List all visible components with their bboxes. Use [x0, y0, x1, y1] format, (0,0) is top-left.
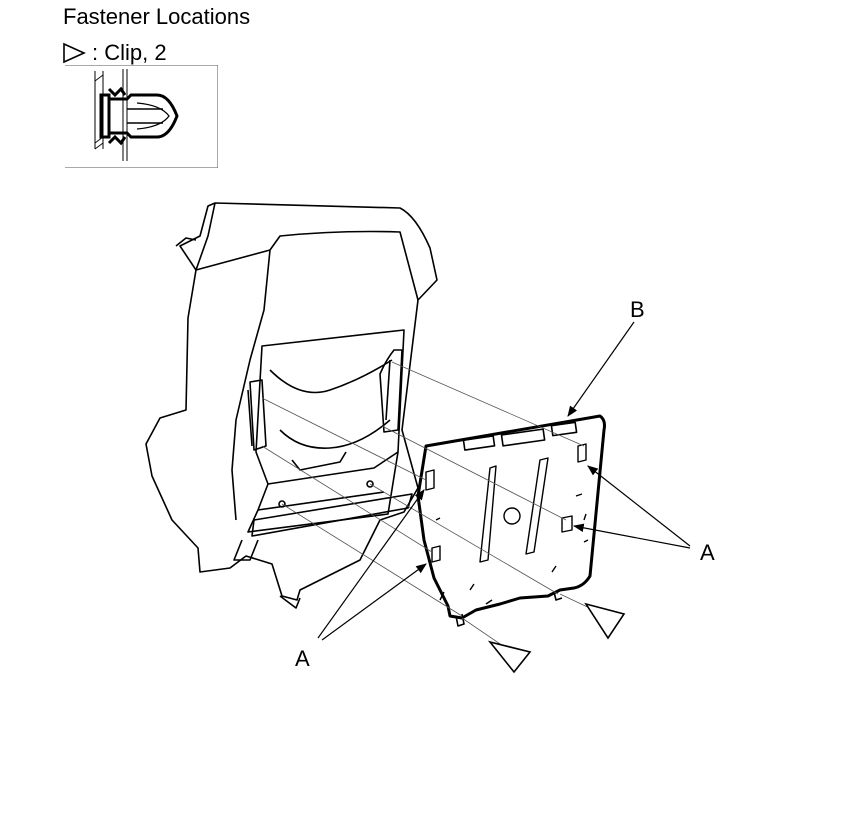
callout-a-left-label: A	[295, 646, 310, 671]
alignment-lines	[261, 361, 599, 649]
back-panel	[416, 414, 606, 627]
callout-a-right-label: A	[700, 540, 715, 565]
page-title: Fastener Locations	[63, 4, 251, 29]
clip-detail-inset	[65, 65, 218, 168]
clip-location-markers	[487, 602, 626, 674]
triangle-outline-icon	[63, 42, 86, 64]
callout-b-label: B	[630, 297, 645, 322]
legend-label: : Clip, 2	[92, 40, 167, 65]
clip-marker-triangle	[584, 602, 626, 640]
clip-icon	[94, 69, 179, 161]
callout-leaders	[317, 321, 691, 641]
legend: : Clip, 2	[62, 40, 167, 66]
seat-back-frame	[145, 202, 438, 609]
clip-marker-triangle	[487, 640, 532, 674]
